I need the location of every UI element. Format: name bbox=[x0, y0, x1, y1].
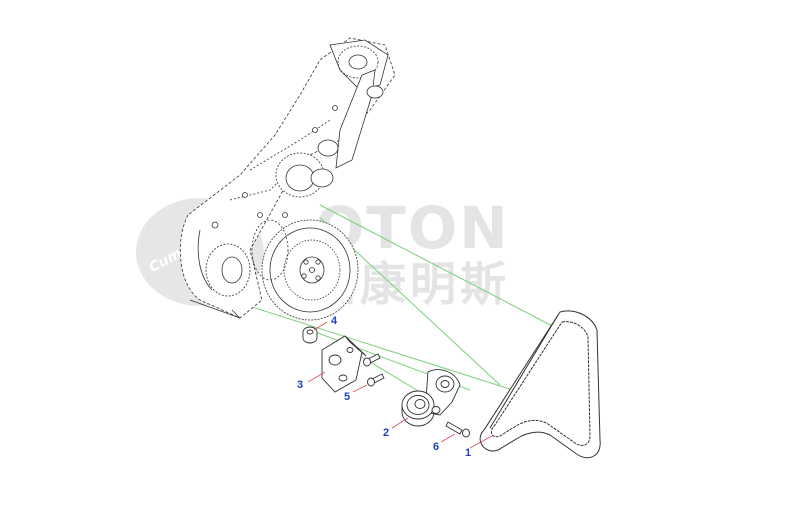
leader-line-4 bbox=[313, 321, 328, 331]
assembly-line bbox=[229, 299, 561, 406]
callout-5: 5 bbox=[344, 391, 350, 403]
leader-line-3 bbox=[307, 371, 326, 383]
tensioner-bracket bbox=[321, 335, 367, 393]
drive-belt bbox=[479, 310, 601, 459]
leader-line-2 bbox=[391, 417, 409, 429]
callout-4: 4 bbox=[331, 315, 338, 327]
assembly-line bbox=[349, 349, 426, 396]
engine-front-cover bbox=[179, 37, 396, 321]
callout-3: 3 bbox=[297, 379, 303, 391]
leader-line-5 bbox=[352, 384, 368, 393]
leader-line-6 bbox=[440, 433, 456, 443]
leader-lines bbox=[307, 321, 493, 449]
bracket-capscrews bbox=[363, 353, 385, 387]
callout-1: 1 bbox=[465, 447, 471, 459]
callout-labels: 1 2 3 4 5 6 bbox=[297, 315, 471, 459]
callout-2: 2 bbox=[383, 427, 389, 439]
spacer bbox=[302, 326, 318, 344]
tensioner-capscrew bbox=[445, 421, 470, 438]
assembly-line bbox=[319, 204, 561, 331]
leader-line-1 bbox=[469, 435, 493, 449]
callout-6: 6 bbox=[433, 441, 439, 453]
belt-tensioner bbox=[401, 369, 461, 427]
